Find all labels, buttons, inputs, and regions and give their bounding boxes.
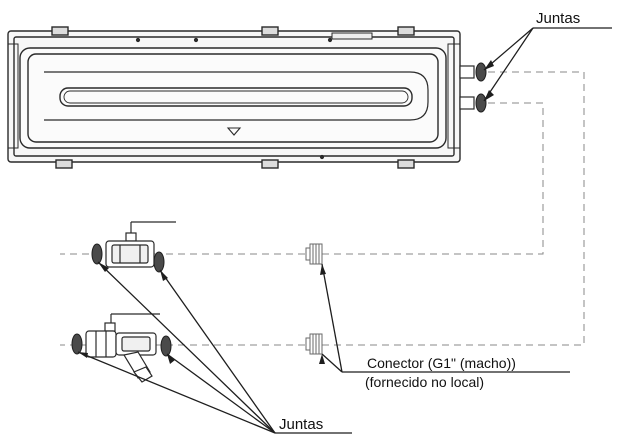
gaskets-label-top: Juntas <box>536 10 580 27</box>
connector-label: Conector (G1" (macho)) <box>367 355 516 371</box>
strainer-gaskets <box>71 333 172 357</box>
gaskets-label-bottom: Juntas <box>279 416 323 433</box>
unit-gaskets <box>475 62 487 113</box>
heat-exchanger-unit <box>7 26 461 169</box>
arrowheads <box>78 60 494 364</box>
ball-valve <box>105 221 176 268</box>
connector-supply-note: (fornecido no local) <box>365 374 484 390</box>
valve-with-strainer <box>85 313 160 383</box>
unit-pipe-stubs <box>459 65 475 110</box>
leader-lines <box>77 27 612 434</box>
valve-gaskets <box>91 243 165 273</box>
connectors <box>305 243 323 355</box>
